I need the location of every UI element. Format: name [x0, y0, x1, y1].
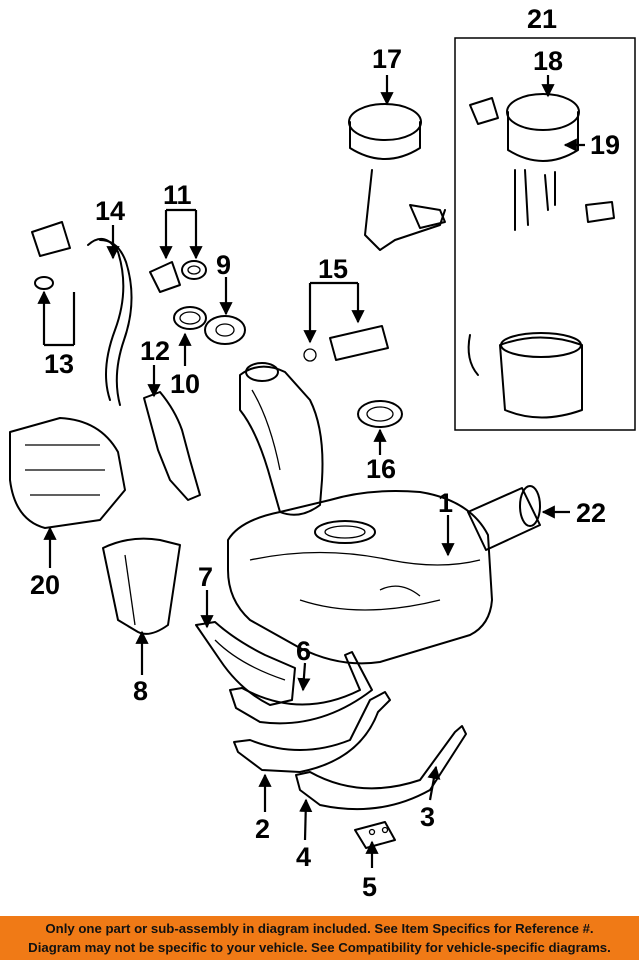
filter-22: [467, 485, 541, 551]
cover-8: [102, 537, 181, 635]
callout-5: 5: [362, 872, 377, 902]
fittings-15: [303, 325, 389, 362]
valve-11: [149, 260, 207, 293]
heat-shield-7: [195, 621, 296, 706]
seal-16: [357, 400, 403, 428]
bracket-5: [354, 821, 396, 849]
callout-10: 10: [170, 369, 200, 399]
tank-strap-4: [229, 651, 373, 725]
callout-22: 22: [576, 498, 606, 528]
pump-module-18-19: [467, 93, 615, 419]
tank-strap-3: [295, 725, 467, 811]
sender-17: [348, 103, 446, 251]
tank-strap-2: [233, 691, 391, 773]
callout-9: 9: [216, 250, 231, 280]
callout-16: 16: [366, 454, 396, 484]
callout-1: 1: [438, 488, 453, 518]
module-20: [9, 417, 126, 529]
filler-neck: [239, 362, 324, 516]
callout-12: 12: [140, 336, 170, 366]
bracket-12: [143, 391, 201, 501]
callout-4: 4: [296, 842, 311, 872]
callout-14: 14: [95, 196, 125, 226]
pump-9: [204, 315, 246, 345]
leader-lines: [37, 75, 585, 868]
callout-18: 18: [533, 46, 563, 76]
callout-17: 17: [372, 44, 402, 74]
callout-21: 21: [527, 4, 557, 34]
callout-2: 2: [255, 814, 270, 844]
callout-6: 6: [296, 636, 311, 666]
gasket-10: [173, 306, 207, 330]
disclaimer-line-2: Diagram may not be specific to your vehi…: [28, 940, 611, 955]
disclaimer-banner: Only one part or sub-assembly in diagram…: [0, 916, 639, 960]
callout-13: 13: [44, 349, 74, 379]
callout-20: 20: [30, 570, 60, 600]
callout-7: 7: [198, 562, 213, 592]
valve-13: [31, 221, 71, 290]
fuel-tank: [227, 490, 493, 665]
callout-19: 19: [590, 130, 620, 160]
hose-14: [87, 237, 133, 406]
kit-frame-21: [454, 37, 636, 431]
callout-11: 11: [163, 180, 192, 210]
fuel-system-diagram: 1 2 3 4 5 6 7 8 9 10 11 12 13 14 15 16 1…: [9, 4, 636, 902]
callout-3: 3: [420, 802, 435, 832]
callout-15: 15: [318, 254, 348, 284]
disclaimer-line-1: Only one part or sub-assembly in diagram…: [45, 921, 594, 936]
callout-8: 8: [133, 676, 148, 706]
callout-labels: 1 2 3 4 5 6 7 8 9 10 11 12 13 14 15 16 1…: [30, 4, 620, 902]
